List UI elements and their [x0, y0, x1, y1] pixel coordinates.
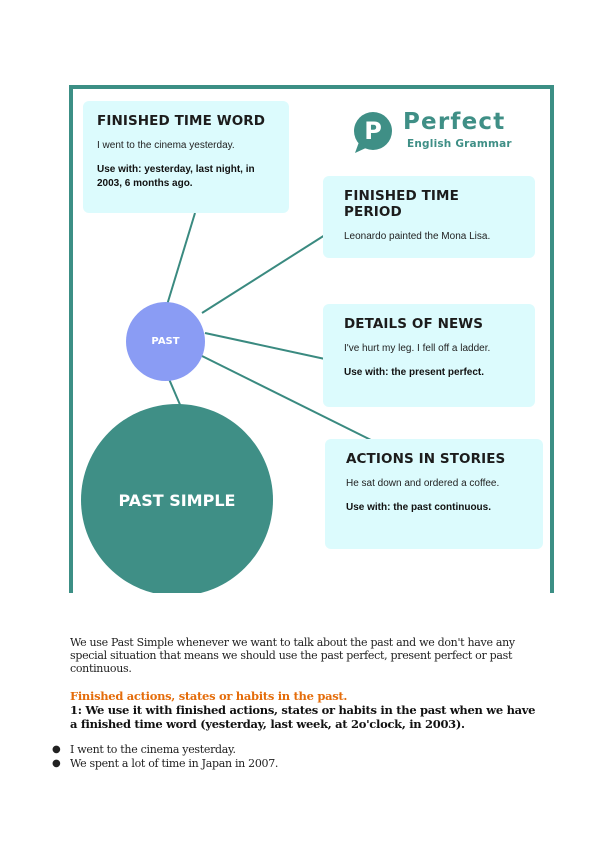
card-usage: Use with: the present perfect. [344, 367, 485, 378]
card-finished-time-period: FINISHED TIME PERIOD Leonardo painted th… [323, 176, 535, 258]
connector-to-finished-time-word [166, 212, 196, 306]
card-example: He sat down and ordered a coffee. [346, 478, 500, 489]
card-usage: Use with: yesterday, last night, in 2003… [97, 164, 255, 189]
logo-wordmark: Perfect [403, 109, 506, 135]
list-item: ● I went to the cinema yesterday. [52, 743, 278, 757]
section-heading: Finished actions, states or habits in th… [70, 689, 348, 703]
intro-paragraph: We use Past Simple whenever we want to t… [70, 636, 515, 675]
connector-to-finished-time-period [201, 234, 326, 314]
connector-to-past-simple [168, 378, 182, 408]
connector-lines [166, 212, 374, 442]
card-details-of-news: DETAILS OF NEWS I've hurt my leg. I fell… [323, 304, 535, 407]
bullet-icon: ● [52, 758, 61, 769]
card-finished-time-word: FINISHED TIME WORD I went to the cinema … [83, 101, 289, 213]
list-item: ● We spent a lot of time in Japan in 2007… [52, 757, 278, 771]
past-hub-label: PAST [151, 336, 180, 347]
card-title: DETAILS OF NEWS [344, 316, 484, 332]
card-title: ACTIONS IN STORIES [346, 451, 506, 467]
card-actions-in-stories: ACTIONS IN STORIES He sat down and order… [325, 439, 543, 549]
connector-to-actions-in-stories [199, 354, 374, 442]
card-example: I've hurt my leg. I fell off a ladder. [344, 343, 491, 354]
card-title: FINISHED TIME PERIOD [344, 188, 459, 220]
past-simple-circle: PAST SIMPLE [81, 404, 273, 593]
logo-mark-letter: P [364, 117, 382, 145]
past-hub: PAST [126, 302, 205, 381]
speech-bubble-logo-icon: P [354, 112, 392, 153]
perfect-english-grammar-logo: P Perfect English Grammar [349, 109, 539, 159]
example-list: ● I went to the cinema yesterday. ● We spe… [52, 743, 278, 771]
card-title: FINISHED TIME WORD [97, 113, 266, 129]
example-text: We spent a lot of time in Japan in 2007. [70, 757, 279, 770]
past-simple-label: PAST SIMPLE [118, 490, 236, 510]
card-usage: Use with: the past continuous. [346, 502, 492, 513]
bullet-icon: ● [52, 744, 61, 755]
connector-to-details-of-news [204, 332, 326, 360]
card-example: Leonardo painted the Mona Lisa. [344, 231, 491, 242]
card-example: I went to the cinema yesterday. [97, 140, 235, 151]
logo-tagline: English Grammar [407, 138, 512, 150]
infographic: FINISHED TIME WORD I went to the cinema … [69, 85, 554, 593]
example-text: I went to the cinema yesterday. [70, 743, 236, 756]
rule-text: 1: We use it with finished actions, stat… [70, 703, 536, 731]
